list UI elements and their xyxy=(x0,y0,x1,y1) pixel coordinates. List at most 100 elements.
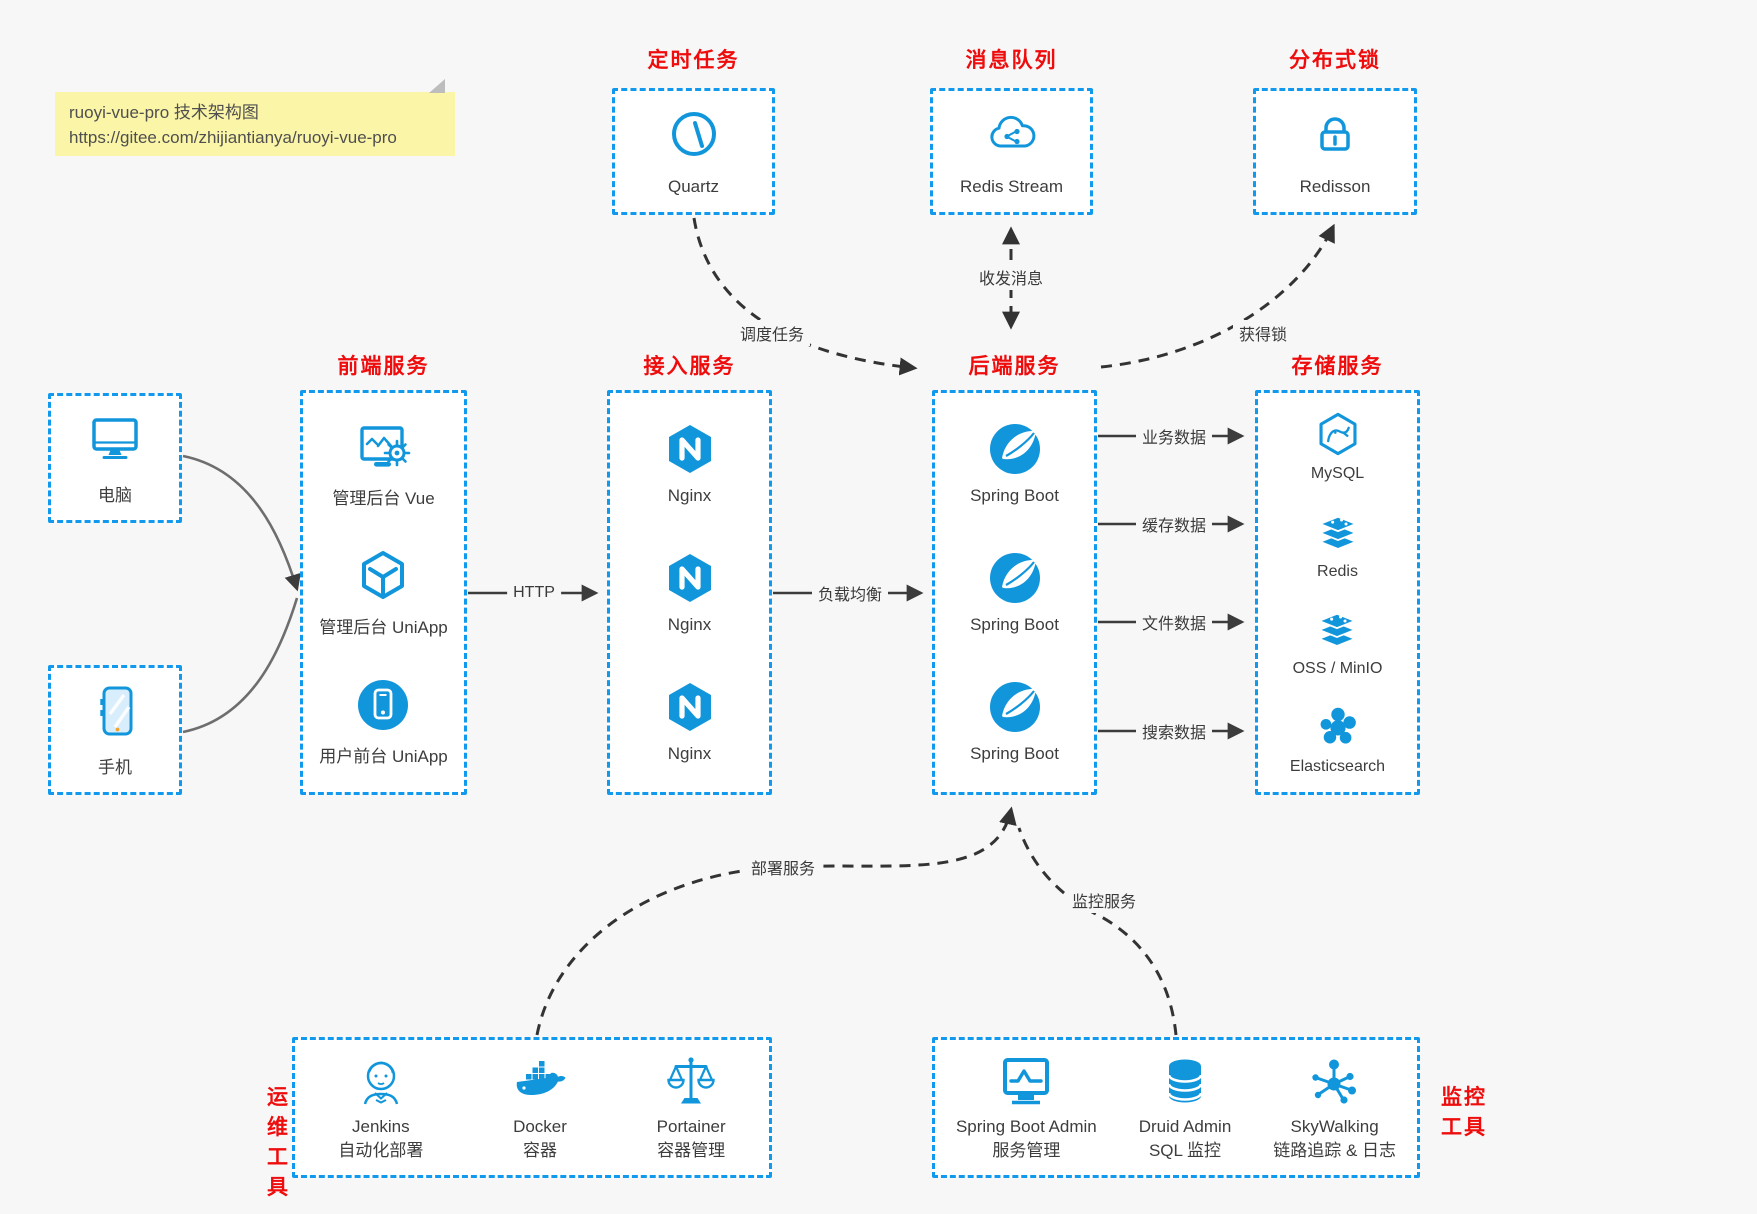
phone-client-box: 手机 xyxy=(48,665,182,795)
column-title-backend: 后端服务 xyxy=(968,355,1061,378)
cloud-share-icon xyxy=(984,106,1040,162)
edge-monitor-service xyxy=(1017,827,1178,1036)
quartz-box: Quartz xyxy=(612,88,775,215)
lock-icon xyxy=(1307,106,1363,162)
desktop-icon xyxy=(86,410,144,466)
pc-client-box: 电脑 xyxy=(48,393,182,523)
service-item-label: Spring Boot xyxy=(970,486,1059,505)
service-item-redis: Redis xyxy=(1313,507,1363,581)
tool-item-docker: Docker 容器 xyxy=(510,1053,570,1163)
service-item-springboot-1: Spring Boot xyxy=(970,421,1059,506)
service-item-label: 管理后台 UniApp xyxy=(319,617,448,637)
service-item-user-uniapp: 用户前台 UniApp xyxy=(319,677,448,767)
service-item-label: MySQL xyxy=(1310,464,1365,482)
edge-label-send-receive-message: 收发消息 xyxy=(972,264,1050,290)
service-item-nginx-3: Nginx xyxy=(662,679,718,764)
edge-label-business-data: 业务数据 xyxy=(1135,423,1213,449)
service-item-label: Nginx xyxy=(667,615,712,634)
service-item-admin-vue: 管理后台 Vue xyxy=(332,419,435,509)
column-title-gateway: 接入服务 xyxy=(643,355,736,378)
spring-icon xyxy=(987,421,1043,477)
mysql-icon xyxy=(1313,409,1363,459)
redisson-label: Redisson xyxy=(1299,177,1371,196)
group-title-message-queue: 消息队列 xyxy=(965,49,1058,72)
service-item-springboot-3: Spring Boot xyxy=(970,679,1059,764)
edge-label-file-data: 文件数据 xyxy=(1135,609,1213,635)
edge-acquire-lock xyxy=(1100,223,1335,369)
jenkins-icon xyxy=(353,1053,409,1109)
service-item-label: Redis xyxy=(1317,562,1358,580)
monitor-tools-title: 监控 工具 xyxy=(1441,1086,1487,1139)
elasticsearch-icon xyxy=(1313,702,1363,752)
ops-tools-box: Jenkins 自动化部署 Docker 容器 xyxy=(292,1037,772,1178)
edge-label-cache-data: 缓存数据 xyxy=(1135,511,1213,537)
edge-label-schedule-task: 调度任务 xyxy=(733,320,811,346)
redis-icon xyxy=(1313,507,1363,557)
redis-stream-box: Redis Stream xyxy=(930,88,1093,215)
edge-label-monitor-service: 监控服务 xyxy=(1065,887,1143,913)
quartz-label: Quartz xyxy=(667,177,720,196)
service-item-nginx-1: Nginx xyxy=(662,421,718,506)
storage-services-box: MySQL Redis OSS / MinIO xyxy=(1255,390,1420,795)
edge-label-search-data: 搜索数据 xyxy=(1135,718,1213,744)
edge-label-load-balance: 负载均衡 xyxy=(811,580,889,606)
user-app-icon xyxy=(355,677,411,733)
druid-icon xyxy=(1157,1053,1213,1109)
service-item-admin-uniapp: 管理后台 UniApp xyxy=(319,548,448,638)
service-item-nginx-2: Nginx xyxy=(662,550,718,635)
oss-minio-icon xyxy=(1312,604,1362,654)
column-title-storage: 存储服务 xyxy=(1291,355,1384,378)
service-item-springboot-2: Spring Boot xyxy=(970,550,1059,635)
service-item-label: 管理后台 Vue xyxy=(332,488,435,508)
tool-item-spring-boot-admin: Spring Boot Admin 服务管理 xyxy=(956,1053,1097,1163)
portainer-icon xyxy=(663,1053,719,1109)
phone-client-label: 手机 xyxy=(98,758,132,778)
service-item-label: Nginx xyxy=(667,744,712,763)
gateway-services-box: Nginx Nginx Nginx xyxy=(607,390,772,795)
tool-item-label: Docker 容器 xyxy=(513,1117,567,1160)
nginx-icon xyxy=(662,550,718,606)
monitor-tools-box: Spring Boot Admin 服务管理 Druid Admin SQL 监… xyxy=(932,1037,1420,1178)
edge-phone-to-frontend xyxy=(182,597,299,734)
column-title-frontend: 前端服务 xyxy=(337,355,430,378)
tool-item-label: Spring Boot Admin 服务管理 xyxy=(955,1117,1097,1160)
group-title-distributed-lock: 分布式锁 xyxy=(1289,49,1381,72)
note-line-url: https://gitee.com/zhijiantianya/ruoyi-vu… xyxy=(69,128,397,147)
docker-icon xyxy=(510,1053,570,1109)
title-note: ruoyi-vue-pro 技术架构图 https://gitee.com/zh… xyxy=(55,79,455,156)
edge-label-acquire-lock: 获得锁 xyxy=(1232,320,1294,346)
service-item-label: Spring Boot xyxy=(970,744,1059,763)
note-line-title: ruoyi-vue-pro 技术架构图 xyxy=(69,103,259,122)
service-item-label: Spring Boot xyxy=(970,615,1059,634)
backend-services-box: Spring Boot Spring Boot Spring Boot xyxy=(932,390,1097,795)
clock-icon xyxy=(666,106,722,162)
tool-item-label: Druid Admin SQL 监控 xyxy=(1138,1117,1232,1160)
pc-client-label: 电脑 xyxy=(98,485,132,505)
nginx-icon xyxy=(662,421,718,477)
spring-boot-admin-icon xyxy=(997,1053,1055,1109)
service-item-mysql: MySQL xyxy=(1311,409,1364,483)
uniapp-cube-icon xyxy=(355,548,411,604)
nginx-icon xyxy=(662,679,718,735)
smartphone-icon xyxy=(87,682,143,740)
edge-deploy-service xyxy=(535,806,1017,1036)
service-item-label: OSS / MinIO xyxy=(1292,660,1383,678)
edge-label-deploy-service: 部署服务 xyxy=(744,854,822,880)
edge-pc-to-frontend xyxy=(182,454,301,592)
spring-icon xyxy=(987,679,1043,735)
redisson-box: Redisson xyxy=(1253,88,1417,215)
spring-icon xyxy=(987,550,1043,606)
tool-item-label: Jenkins 自动化部署 xyxy=(338,1117,424,1160)
tool-item-portainer: Portainer 容器管理 xyxy=(657,1053,726,1163)
service-item-label: Nginx xyxy=(667,486,712,505)
admin-vue-icon xyxy=(355,419,413,475)
tool-item-druid: Druid Admin SQL 监控 xyxy=(1138,1053,1232,1163)
tool-item-label: Portainer 容器管理 xyxy=(656,1117,726,1160)
service-item-oss-minio: OSS / MinIO xyxy=(1292,604,1383,678)
ops-tools-title: 运维 工具 xyxy=(267,1086,290,1199)
redis-stream-label: Redis Stream xyxy=(960,177,1063,196)
group-title-scheduled-task: 定时任务 xyxy=(647,49,740,72)
tool-item-label: SkyWalking 链路追踪 & 日志 xyxy=(1273,1117,1397,1160)
tool-item-skywalking: SkyWalking 链路追踪 & 日志 xyxy=(1273,1053,1396,1163)
